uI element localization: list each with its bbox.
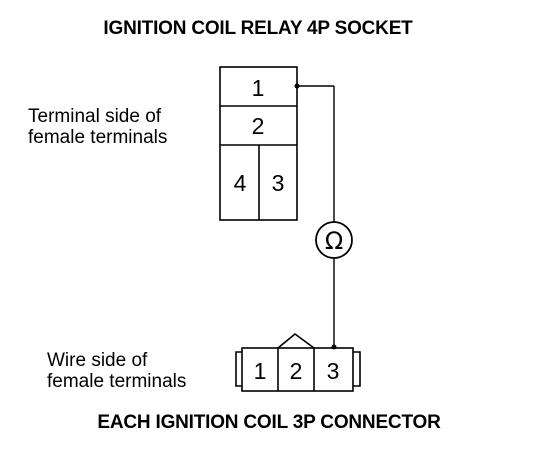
coil-label-line1: Wire side of: [47, 350, 148, 371]
coil-connector-outline: [241, 347, 354, 392]
coil-label-line2: female terminals: [47, 371, 187, 392]
coil-terminal-3: 3: [327, 358, 340, 384]
coil-connector-side-label: Wire side of female terminals: [47, 350, 186, 392]
relay-socket-title: IGNITION COIL RELAY 4P SOCKET: [103, 18, 413, 39]
relay-socket-side-label: Terminal side of female terminals: [28, 106, 167, 148]
coil-left-flange: [235, 351, 242, 387]
probe-wire-upper: [297, 85, 335, 222]
relay-terminal-1: 1: [252, 75, 265, 101]
coil-locking-tab: [277, 332, 315, 349]
coil-connector: [235, 332, 361, 392]
relay-socket: [219, 66, 298, 221]
relay-label-line2: female terminals: [28, 127, 168, 148]
relay-terminal-3: 3: [272, 170, 285, 196]
coil-right-flange: [353, 351, 361, 387]
probe-contact-relay: [294, 83, 300, 89]
coil-connector-title: EACH IGNITION COIL 3P CONNECTOR: [97, 412, 441, 433]
coil-terminal-1: 1: [254, 358, 267, 384]
coil-terminal-2: 2: [290, 358, 303, 384]
relay-terminal-4: 4: [234, 170, 247, 196]
relay-terminal-2: 2: [252, 113, 265, 139]
ohmmeter-icon: Ω: [315, 221, 353, 259]
relay-label-line1: Terminal side of: [28, 106, 162, 127]
ohm-symbol: Ω: [325, 227, 343, 255]
